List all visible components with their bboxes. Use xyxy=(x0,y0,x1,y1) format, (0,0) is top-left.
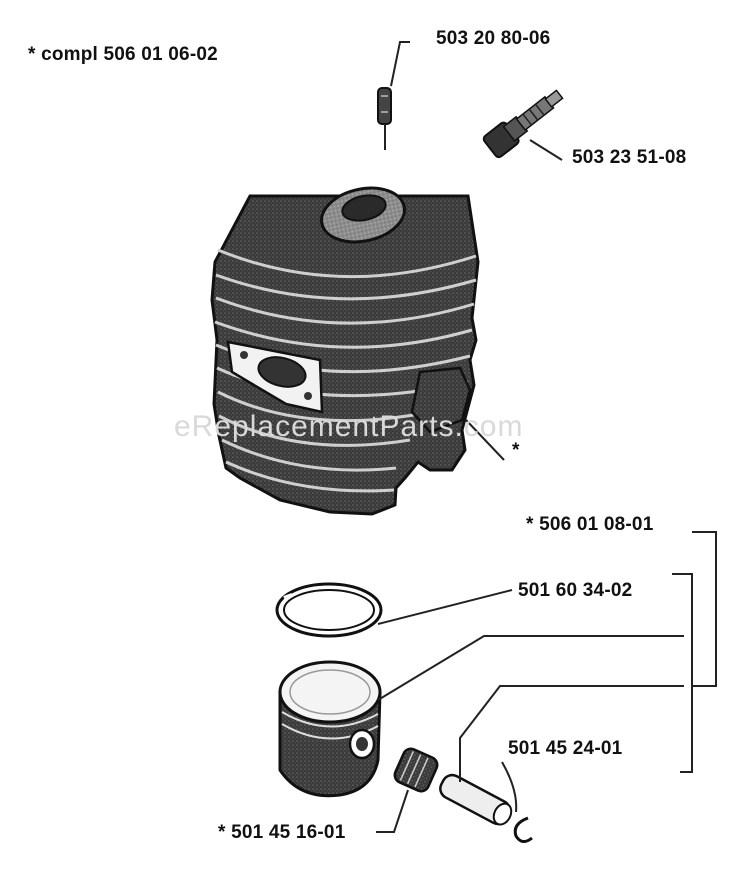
label-kit: * 506 01 08-01 xyxy=(526,514,654,535)
pin-part xyxy=(377,41,410,150)
label-circlip: 501 45 24-01 xyxy=(508,738,623,759)
ring-leader xyxy=(377,589,513,625)
label-decompression-valve: 503 23 51-08 xyxy=(572,147,687,168)
piston-pin-part xyxy=(439,773,513,826)
piston-leader xyxy=(377,635,684,701)
label-compl: * compl 506 01 06-02 xyxy=(28,44,218,65)
label-cylinder-star: * xyxy=(512,440,520,461)
piston-ring-part xyxy=(275,582,383,638)
bearing-leader xyxy=(376,789,409,833)
cylinder-part xyxy=(210,186,480,516)
needle-bearing-part xyxy=(393,747,439,793)
circlip-leader xyxy=(501,761,518,813)
piston-part xyxy=(278,660,382,798)
cylinder-leader xyxy=(465,419,505,461)
circlip-part xyxy=(513,816,533,843)
kit-bracket xyxy=(672,531,717,773)
label-piston-ring: 501 60 34-02 xyxy=(518,580,633,601)
label-pin-top: 503 20 80-06 xyxy=(436,28,551,49)
decompression-valve-part xyxy=(482,89,564,161)
label-needle-bearing: * 501 45 16-01 xyxy=(218,822,346,843)
pin-leader xyxy=(459,685,684,782)
watermark: eReplacementParts.com xyxy=(174,410,524,443)
